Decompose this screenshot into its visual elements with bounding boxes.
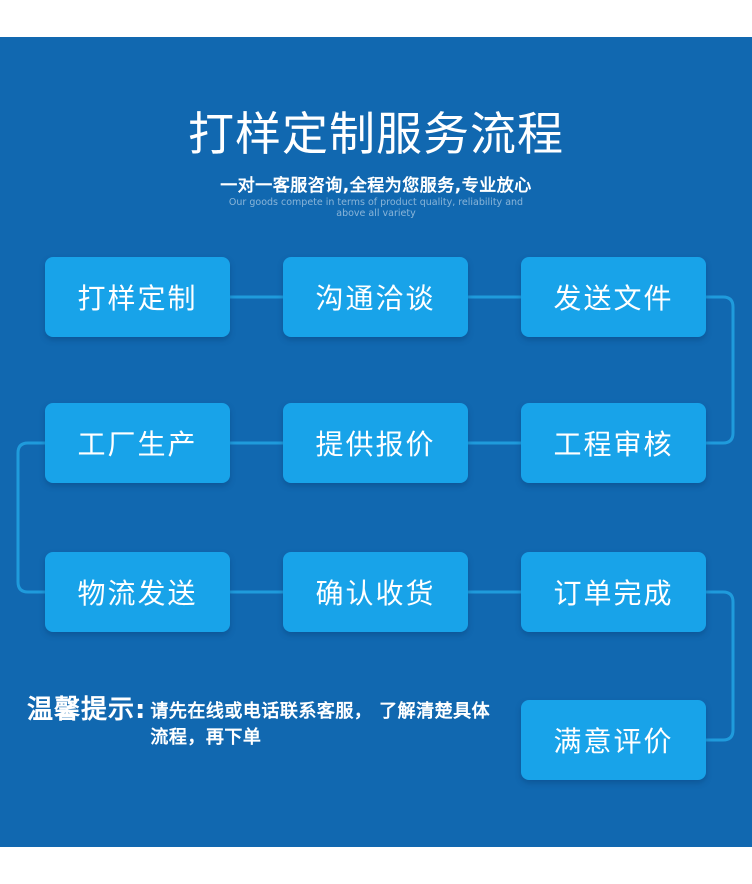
flow-step-factory-production: 工厂生产 — [45, 403, 230, 483]
warm-tip: 温馨提示: 请先在线或电话联系客服， 了解清楚具体 流程，再下单 — [27, 694, 490, 751]
flow-step-satisfaction-review: 满意评价 — [521, 700, 706, 780]
tagline-line-2: above all variety — [336, 208, 416, 219]
connector-right-u2 — [706, 590, 735, 742]
page-subtitle: 一对一客服咨询,全程为您服务,专业放心 — [220, 176, 532, 196]
flow-step-order-complete: 订单完成 — [521, 552, 706, 632]
flow-step-quotation: 提供报价 — [283, 403, 468, 483]
page-tagline: Our goods compete in terms of product qu… — [0, 197, 752, 219]
connector-right-u1 — [706, 295, 735, 445]
tagline-line-1: Our goods compete in terms of product qu… — [228, 197, 524, 208]
connector-left-u — [16, 441, 45, 594]
flow-step-confirm-receipt: 确认收货 — [283, 552, 468, 632]
warm-tip-line-2: 流程，再下单 — [150, 727, 262, 748]
warm-tip-line-1: 请先在线或电话联系客服， 了解清楚具体 — [150, 701, 491, 722]
flow-step-prototype: 打样定制 — [45, 257, 230, 337]
page-title: 打样定制服务流程 — [188, 107, 564, 161]
flow-step-negotiation: 沟通洽谈 — [283, 257, 468, 337]
warm-tip-text: 请先在线或电话联系客服， 了解清楚具体 流程，再下单 — [150, 694, 490, 751]
flow-step-engineering-review: 工程审核 — [521, 403, 706, 483]
flow-step-logistics: 物流发送 — [45, 552, 230, 632]
flow-step-send-files: 发送文件 — [521, 257, 706, 337]
warm-tip-label: 温馨提示: — [27, 695, 147, 725]
